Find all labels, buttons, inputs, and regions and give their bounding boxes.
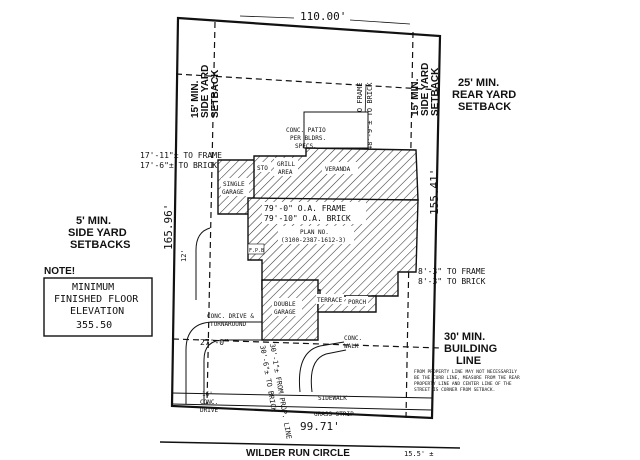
small-left-dim: 12'	[180, 249, 188, 262]
grass-strip-label: GRASS STRIP	[314, 411, 354, 418]
drive-label: CONC. DRIVE & TURNAROUND	[207, 313, 254, 328]
svg-text:355.50: 355.50	[76, 320, 112, 331]
street-name: WILDER RUN CIRCLE	[246, 448, 350, 459]
svg-text:REAR YARD: REAR YARD	[452, 89, 516, 101]
svg-text:PORCH: PORCH	[348, 299, 366, 306]
svg-text:TURNAROUND: TURNAROUND	[210, 321, 247, 328]
patio-label: CONC. PATIO PER BLDRS. SPECS.	[286, 127, 326, 150]
svg-text:SIDE YARD: SIDE YARD	[200, 65, 211, 118]
svg-text:PER BLDRS.: PER BLDRS.	[290, 135, 326, 142]
svg-text:ELEVATION: ELEVATION	[70, 306, 124, 317]
svg-text:155.41': 155.41'	[428, 169, 441, 215]
rear-setback-line	[175, 73, 441, 91]
svg-text:15' MIN.: 15' MIN.	[410, 78, 421, 116]
svg-text:(3100-2387-1612-3): (3100-2387-1612-3)	[281, 237, 346, 244]
veranda-label: VERANDA	[322, 162, 358, 174]
svg-text:STREET IS CORNER FROM SETBACK.: STREET IS CORNER FROM SETBACK.	[414, 387, 495, 393]
svg-text:BE THE CURB LINE, MEASURE FROM: BE THE CURB LINE, MEASURE FROM THE REAR	[414, 375, 520, 381]
overall-dims: 79'-0" O.A. FRAME 79'-10" O.A. BRICK	[262, 202, 366, 224]
drive-width: 27'-0"	[200, 338, 229, 347]
svg-text:GRILL: GRILL	[277, 161, 295, 168]
svg-text:LINE: LINE	[456, 355, 481, 367]
left-setback-line	[206, 21, 216, 405]
drive-apron: 16' CONC. DRIVE	[200, 391, 218, 414]
lot-boundary	[170, 16, 442, 420]
street-dim: 15.5' ±	[404, 450, 434, 458]
svg-text:BUILDING: BUILDING	[444, 343, 497, 355]
sidewalk-line-2	[171, 403, 433, 411]
building-line-note: FROM PROPERTY LINE MAY NOT NECESSARILY B…	[414, 369, 520, 393]
svg-text:16': 16'	[202, 391, 213, 398]
svg-text:79'-0" O.A. FRAME: 79'-0" O.A. FRAME	[264, 204, 346, 213]
svg-text:FROM PROPERTY LINE MAY NOT NEC: FROM PROPERTY LINE MAY NOT NECESSARILY	[414, 369, 517, 375]
svg-text:F.P.B: F.P.B	[249, 248, 264, 254]
svg-text:SINGLE: SINGLE	[223, 181, 245, 188]
svg-text:DRIVE: DRIVE	[200, 407, 218, 414]
double-garage-label: DOUBLE GARAGE	[272, 298, 302, 316]
note-header: NOTE!	[44, 266, 75, 277]
driveway	[185, 227, 262, 404]
svg-text:GARAGE: GARAGE	[222, 189, 244, 196]
svg-text:MINIMUM: MINIMUM	[72, 282, 114, 293]
svg-text:48'-9"± TO BRICK: 48'-9"± TO BRICK	[366, 82, 374, 150]
sto-label: STO	[255, 162, 271, 172]
svg-text:FINISHED FLOOR: FINISHED FLOOR	[54, 294, 139, 305]
porch-label: PORCH	[346, 296, 368, 306]
lot-left-depth: 165.96'	[162, 204, 175, 250]
svg-text:15' MIN.: 15' MIN.	[190, 80, 201, 118]
svg-text:TERRACE: TERRACE	[317, 297, 343, 304]
svg-text:STO: STO	[257, 165, 268, 172]
svg-text:PLAN NO.: PLAN NO.	[300, 229, 329, 236]
building-line-label: 30' MIN. BUILDING LINE	[444, 331, 497, 367]
svg-text:GARAGE: GARAGE	[274, 309, 296, 316]
lot-top-width: 110.00'	[300, 10, 346, 23]
svg-text:25' MIN.: 25' MIN.	[458, 77, 499, 89]
walk	[298, 341, 345, 393]
right-dimension: 8'-3" TO FRAME 8'-3" TO BRICK	[418, 267, 486, 286]
front-dimension: 30'-1"± FROM PROP. LINE 30'-6"± TO BRICK	[258, 343, 293, 440]
svg-text:SPECS.: SPECS.	[295, 143, 317, 150]
sidewalk-label: SIDEWALK	[318, 395, 347, 402]
walk-label: CONC. WALK	[344, 335, 362, 350]
svg-text:DOUBLE: DOUBLE	[274, 301, 296, 308]
svg-text:5' MIN.: 5' MIN.	[76, 215, 111, 227]
svg-text:SIDE YARD: SIDE YARD	[68, 227, 127, 239]
lot-right-depth: 155.41'	[428, 169, 441, 215]
svg-text:165.96': 165.96'	[162, 204, 175, 250]
svg-text:CONC.: CONC.	[200, 399, 218, 406]
svg-text:AREA: AREA	[278, 169, 293, 176]
svg-text:8'-3" TO FRAME: 8'-3" TO FRAME	[418, 267, 486, 276]
svg-text:CONC.: CONC.	[344, 335, 362, 342]
svg-text:CONC. DRIVE &: CONC. DRIVE &	[207, 313, 254, 320]
svg-text:SETBACKS: SETBACKS	[70, 239, 131, 251]
svg-text:SETBACK: SETBACK	[458, 101, 511, 113]
fp-label: F.P.B	[247, 243, 265, 255]
left-dimension: 17'-11"± TO FRAME 17'-6"± TO BRICK	[140, 151, 222, 170]
svg-text:17'-6"± TO BRICK: 17'-6"± TO BRICK	[140, 161, 217, 170]
single-garage-label: SINGLE GARAGE	[221, 178, 249, 196]
lot-bottom-width: 99.71'	[300, 420, 340, 433]
patio	[303, 111, 369, 149]
sidewalk-line-1	[171, 392, 433, 399]
svg-text:17'-11"± TO FRAME: 17'-11"± TO FRAME	[140, 151, 222, 160]
svg-text:WALK: WALK	[344, 343, 359, 350]
rear-yard-setback: 25' MIN. REAR YARD SETBACK	[452, 77, 516, 113]
svg-text:8'-3" TO BRICK: 8'-3" TO BRICK	[418, 277, 486, 286]
svg-text:30' MIN.: 30' MIN.	[444, 331, 485, 343]
left-side-setback: 15' MIN. SIDE YARD SETBACK	[190, 65, 221, 118]
right-side-setback: 15' MIN. SIDE YARD SETBACK	[410, 63, 441, 116]
svg-text:79'-10" O.A. BRICK: 79'-10" O.A. BRICK	[264, 214, 351, 223]
plan-number: PLAN NO. (3100-2387-1612-3)	[278, 226, 354, 244]
svg-text:SIDE YARD: SIDE YARD	[420, 63, 431, 116]
svg-text:VERANDA: VERANDA	[325, 166, 351, 173]
floor-elevation-note: NOTE! MINIMUM FINISHED FLOOR ELEVATION 3…	[43, 266, 153, 337]
svg-text:CONC. PATIO: CONC. PATIO	[286, 127, 326, 134]
svg-text:PROPERTY LINE AND CENTER LINE: PROPERTY LINE AND CENTER LINE OF THE	[414, 381, 512, 387]
svg-text:SETBACK: SETBACK	[430, 67, 441, 116]
side-setback-note: 5' MIN. SIDE YARD SETBACKS	[68, 215, 131, 251]
grill-label: GRILL AREA	[274, 158, 298, 176]
svg-text:SETBACK: SETBACK	[210, 69, 221, 118]
terrace-label: TERRACE	[316, 294, 344, 304]
